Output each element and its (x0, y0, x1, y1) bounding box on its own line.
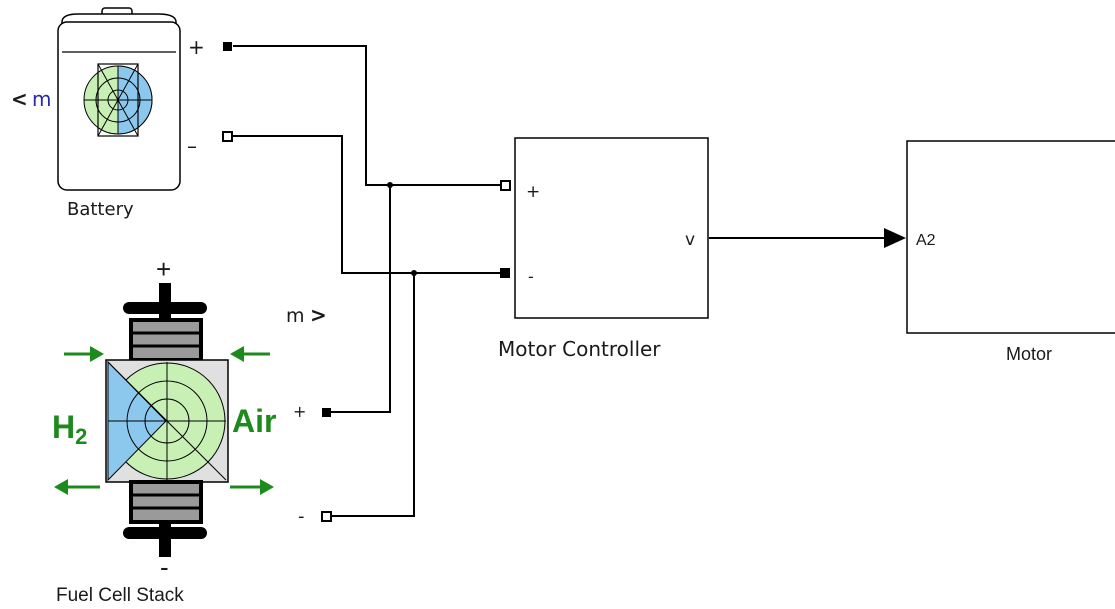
fuelcell-top-sign: + (156, 254, 171, 284)
wire-fuelcell-minus[interactable] (331, 273, 415, 517)
battery-name: Battery (67, 199, 134, 220)
fuelcell-top-bar (123, 302, 207, 314)
motor-controller-name: Motor Controller (498, 337, 661, 361)
fuelcell-port-minus[interactable] (321, 511, 332, 522)
wires (233, 45, 884, 517)
motor-in-label: A2 (916, 232, 936, 249)
wire-battery-plus[interactable] (233, 45, 502, 186)
fuelcell-name: Fuel Cell Stack (56, 585, 184, 606)
battery-cell-icon (83, 63, 153, 137)
battery-minus-label: – (187, 134, 197, 158)
fuelcell-bottom-plate (129, 480, 203, 524)
fuelcell-m-arrow: > (310, 303, 327, 327)
fuelcell-flow-arrows (54, 346, 274, 495)
motor-controller-box (514, 137, 709, 319)
battery-plus-label: + (188, 35, 205, 59)
battery-m-label: m (32, 87, 51, 111)
fuelcell-bottom-sign: - (160, 552, 169, 582)
battery-m-arrow: < (11, 87, 28, 111)
battery-port-plus[interactable] (223, 42, 232, 51)
fuelcell-cell-icon (107, 360, 227, 482)
controller-out-label: v (685, 230, 695, 250)
junction-minus (411, 270, 417, 276)
fuelcell-minus-label: - (298, 506, 305, 527)
fuelcell-h-label: H (52, 409, 75, 445)
fuelcell-bottom-post (159, 521, 171, 557)
motor-block[interactable]: A2 Motor (906, 140, 1115, 364)
controller-minus-label: - (528, 267, 534, 286)
controller-port-minus[interactable] (500, 268, 510, 278)
motor-box (906, 140, 1115, 334)
arrowhead-motor-input (884, 228, 906, 248)
fuelcell-port-plus[interactable] (322, 408, 331, 417)
controller-port-plus[interactable] (500, 180, 511, 191)
controller-plus-label: + (526, 182, 540, 202)
fuelcell-h-sub: 2 (75, 424, 87, 449)
motor-name: Motor (1006, 344, 1052, 364)
fuelcell-m-label: m (286, 305, 305, 327)
battery-port-minus[interactable] (222, 131, 233, 142)
fuelcell-top-plate (129, 318, 203, 362)
fuelcell-left-gas: H2 (52, 409, 87, 449)
fuelcell-right-gas: Air (232, 403, 276, 439)
motor-controller-block[interactable]: + - v Motor Controller (498, 137, 709, 361)
wire-battery-minus[interactable] (233, 135, 502, 274)
fuelcell-plus-label: + (293, 402, 306, 421)
wire-fuelcell-plus[interactable] (331, 185, 391, 413)
battery-block[interactable]: + – < m Battery (11, 7, 233, 220)
junction-plus (387, 182, 393, 188)
fuel-cell-block[interactable]: + - (52, 254, 332, 606)
